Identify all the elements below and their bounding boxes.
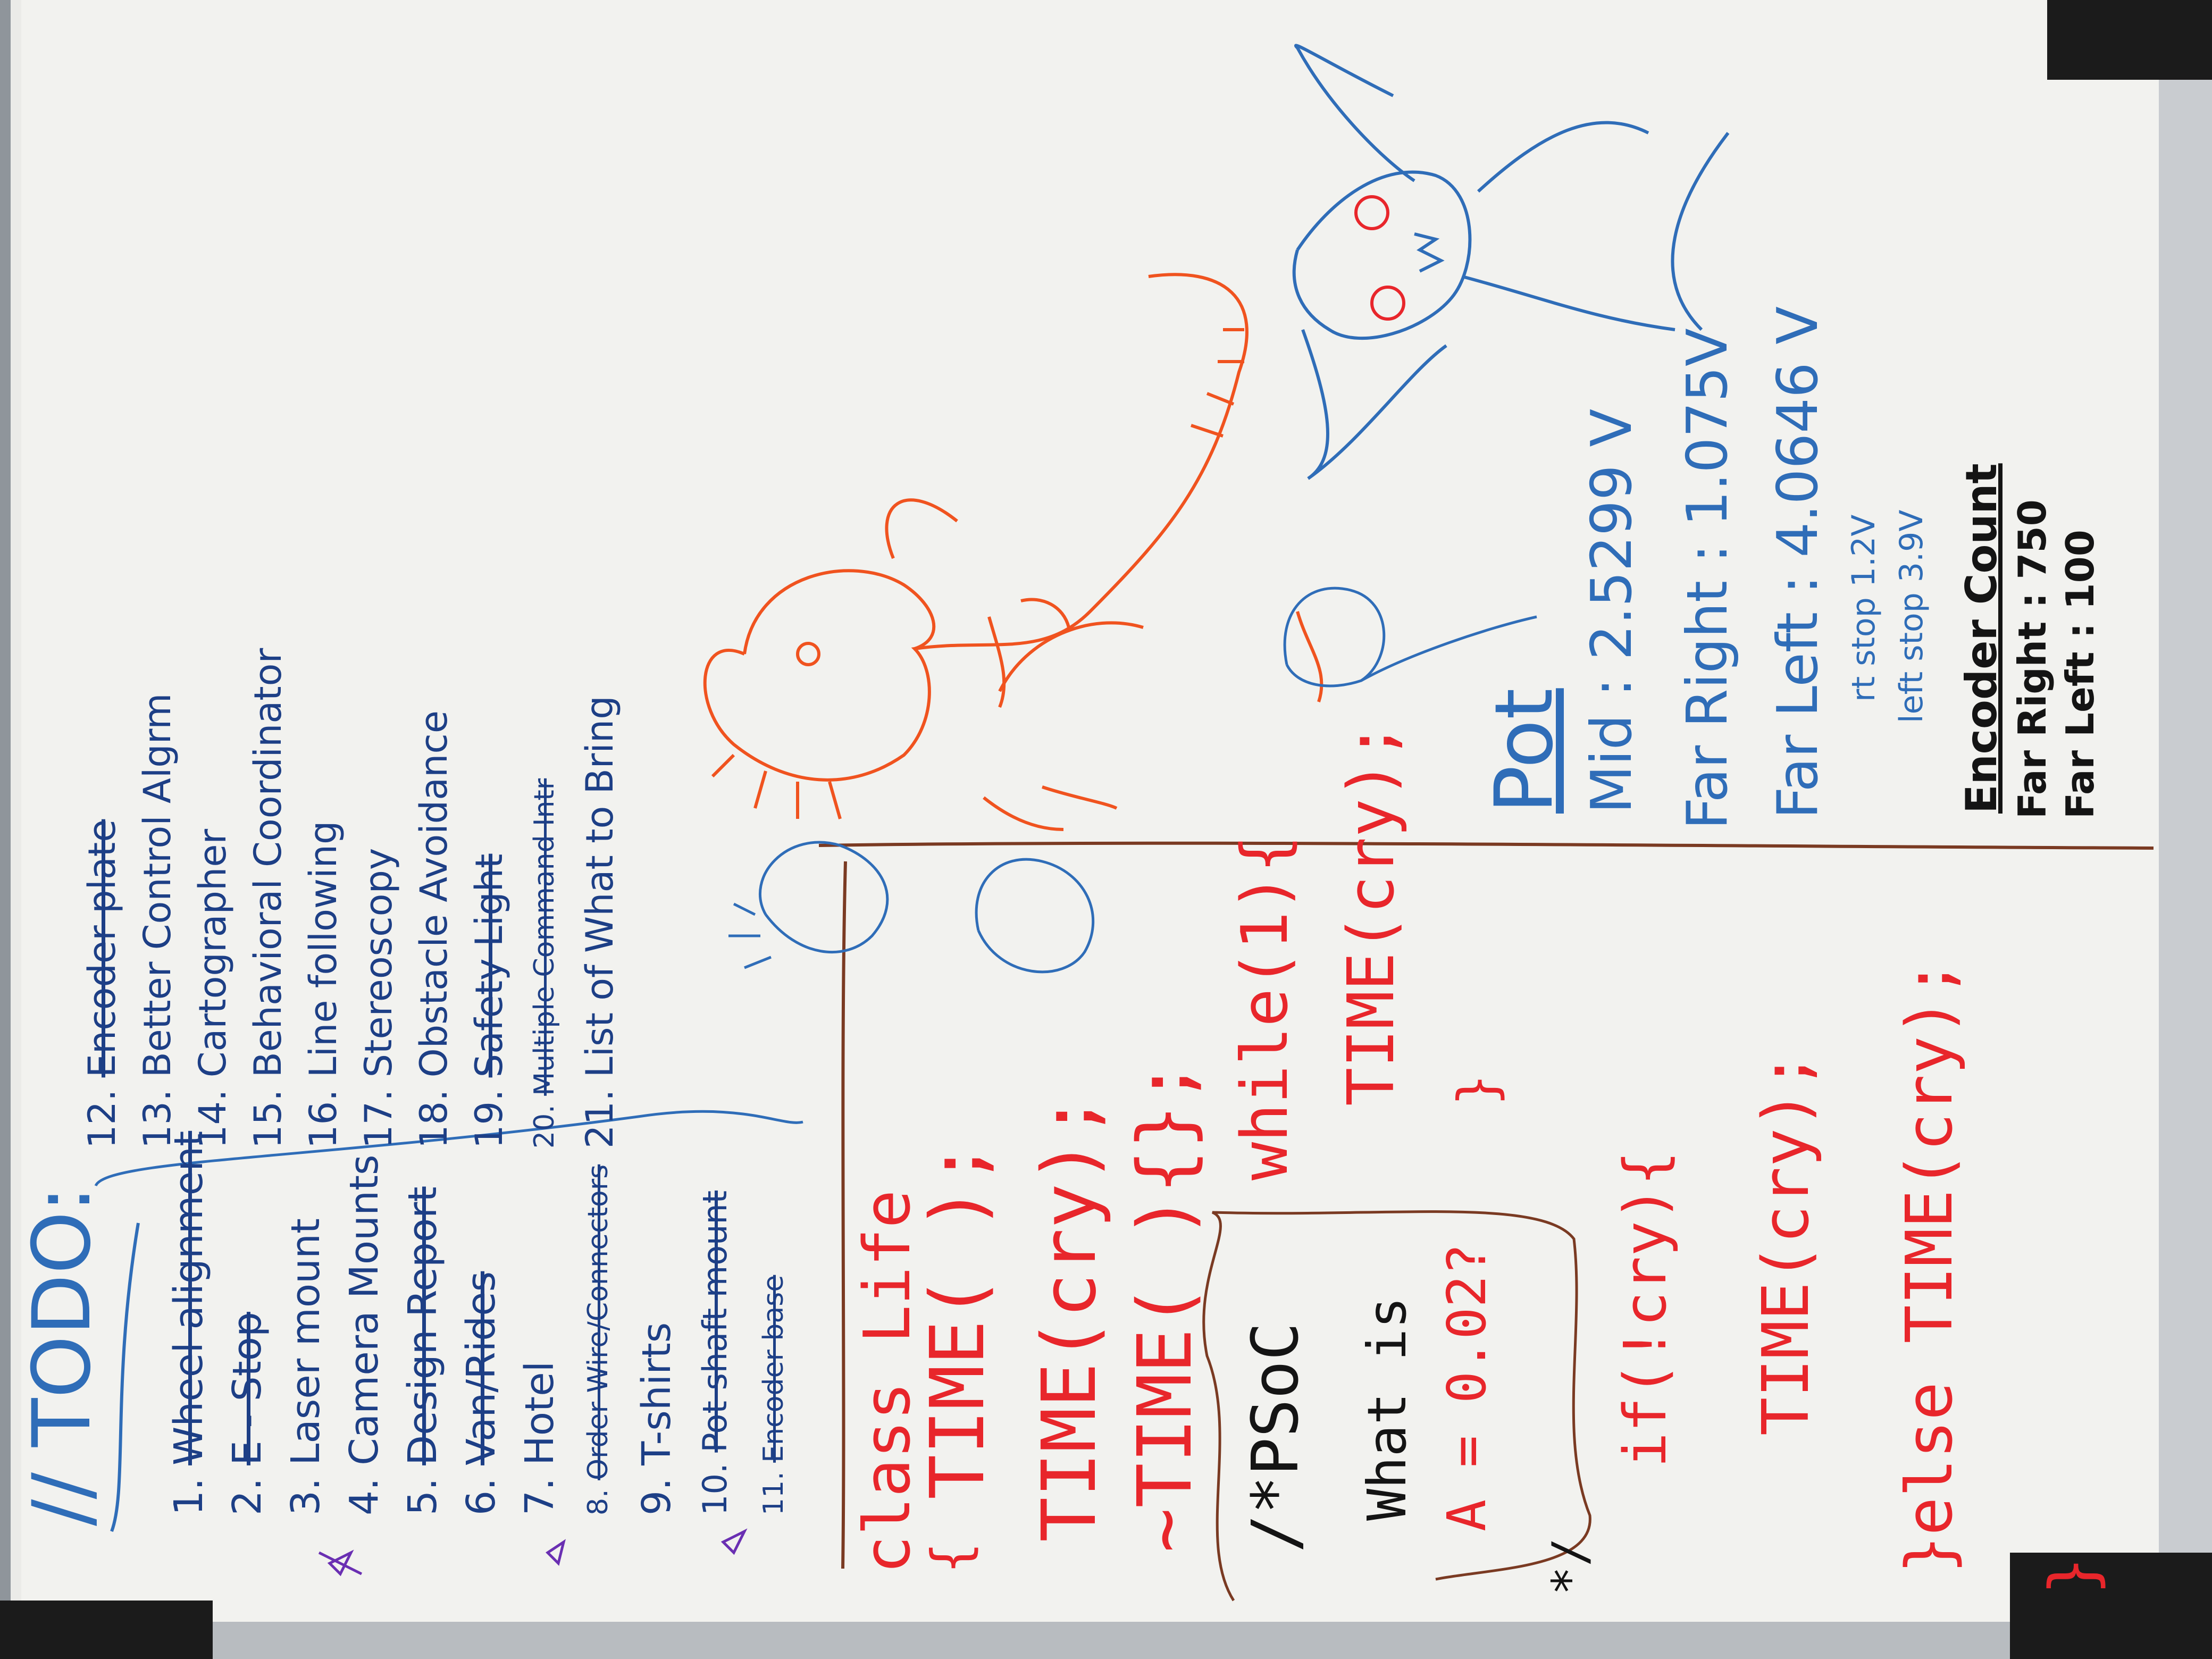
todo-item-6: 6. Van/Rides bbox=[458, 1271, 504, 1515]
todo-item-12: 12. Encoder plate bbox=[80, 819, 124, 1149]
todo-item-15: 15. Behavioral Coordinator bbox=[246, 648, 290, 1149]
todo-item-5: 5. Design Report bbox=[400, 1186, 446, 1515]
pot-far-right: Far Right : 1.075V bbox=[1675, 328, 1740, 830]
todo-item-11: 11. Encoder base bbox=[758, 1275, 790, 1515]
todo-list-col1: 1. Wheel alignment 2. E - Stop 3. Laser … bbox=[160, 1131, 803, 1515]
code-comment-question: What is bbox=[1356, 1296, 1418, 1521]
koala-sketch bbox=[1283, 586, 1537, 688]
code-class-close: } bbox=[2037, 1556, 2110, 1595]
todo-divider bbox=[94, 1110, 803, 1187]
code-comment-close: */ bbox=[1542, 1537, 1598, 1595]
corner-bracket-bottom-right bbox=[2010, 1553, 2212, 1659]
encoder-far-right: Far Right : 750 bbox=[2010, 499, 2055, 819]
todo-item-2: 2. E - Stop bbox=[224, 1312, 270, 1515]
code-else-line: }else TIME(cry); bbox=[1893, 959, 1967, 1574]
code-if-body: TIME(cry); bbox=[1749, 1051, 1823, 1436]
todo-item-10: 10. Pot shaft mount bbox=[696, 1190, 734, 1515]
todo-item-9: 9. T-shirts bbox=[634, 1322, 680, 1515]
code-line-1: TIME( ); bbox=[915, 1141, 1001, 1499]
code-while-close: } bbox=[1446, 1074, 1509, 1106]
code-line-2: TIME(cry); bbox=[1026, 1094, 1113, 1542]
todo-item-4: 4. Camera Mounts bbox=[341, 1154, 387, 1515]
corner-bracket-bottom-left bbox=[0, 1601, 213, 1659]
todo-item-17: 17. Stereoscopy bbox=[357, 848, 400, 1149]
pot-rt-stop: rt stop 1.2V bbox=[1845, 514, 1882, 702]
todo-item-20: 20. Multiple Command Intr bbox=[529, 778, 560, 1149]
encoder-far-left: Far Left : 100 bbox=[2058, 530, 2102, 819]
code-class-line: class Life bbox=[851, 1189, 925, 1574]
todo-item-16: 16. Line following bbox=[301, 820, 345, 1149]
comment-box bbox=[1202, 1210, 1591, 1602]
divider-vertical bbox=[841, 861, 847, 1569]
bottom-rail bbox=[0, 1622, 2212, 1659]
todo-item-21: 21. List of What to Bring bbox=[578, 696, 622, 1149]
todo-item-8: 8. Order Wire/Connectors bbox=[582, 1164, 614, 1515]
code-while-line: while(1){ bbox=[1228, 834, 1302, 1180]
code-brace-open: { bbox=[920, 1541, 982, 1574]
todo-list-col2: 12. Encoder plate 13. Better Control Alg… bbox=[74, 648, 627, 1149]
aluminum-rail bbox=[2159, 0, 2212, 1659]
code-if-line: if(!cry){ bbox=[1611, 1150, 1679, 1468]
todo-item-18: 18. Obstacle Avoidance bbox=[412, 710, 456, 1149]
encoder-title: Encoder Count bbox=[1957, 463, 2006, 814]
divider-horizontal bbox=[818, 841, 2154, 850]
todo-item-1: 1. Wheel alignment bbox=[166, 1130, 212, 1515]
corner-bracket-top-right bbox=[2047, 0, 2212, 80]
dinosaur-drawing bbox=[703, 273, 1323, 831]
code-comment-value: A = 0.02? bbox=[1436, 1243, 1498, 1531]
star-icon bbox=[318, 1528, 748, 1577]
todo-item-7: 7. Hotel bbox=[517, 1361, 563, 1515]
todo-item-13: 13. Better Control Algrm bbox=[136, 693, 179, 1149]
todo-title: // TODO: bbox=[16, 1186, 108, 1526]
code-line-3: ~TIME( ){}; bbox=[1122, 1059, 1209, 1553]
todo-item-19: 19. Safety Light bbox=[467, 853, 511, 1149]
pot-title: Pot bbox=[1478, 688, 1571, 814]
hedgehog-sketch bbox=[728, 841, 889, 969]
todo-underline bbox=[110, 1222, 140, 1532]
code-comment-open: /*PSoC bbox=[1239, 1322, 1313, 1553]
gremlin-drawing bbox=[1292, 44, 1730, 480]
todo-item-14: 14. Cartographer bbox=[191, 828, 234, 1149]
hamster-sketch bbox=[975, 858, 1095, 974]
todo-item-3: 3. Laser mount bbox=[283, 1218, 329, 1515]
code-while-body: TIME(cry); bbox=[1335, 722, 1409, 1106]
pot-left-stop: left stop 3.9V bbox=[1893, 509, 1930, 723]
pot-far-left: Far Left : 4.0646 V bbox=[1765, 306, 1830, 819]
pot-mid: Mid : 2.5299 V bbox=[1579, 408, 1644, 814]
